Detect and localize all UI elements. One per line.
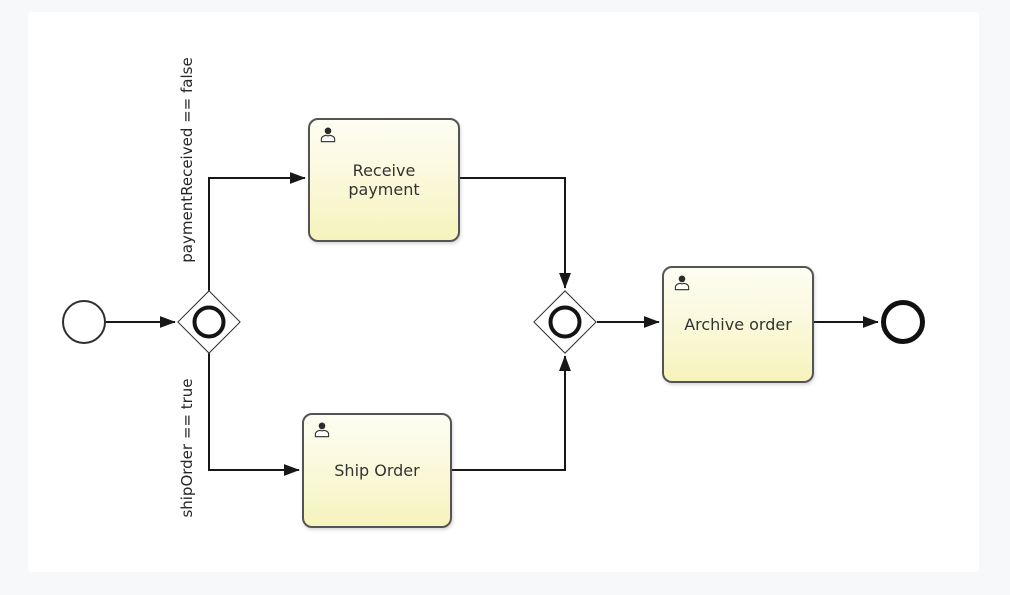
end-event <box>881 300 925 344</box>
task-label: Ship Order <box>334 461 419 480</box>
user-icon <box>320 127 336 143</box>
flow-label-payment-condition: paymentReceived == false <box>178 57 196 263</box>
task-label-line: Receive <box>352 161 416 180</box>
bpmn-diagram-canvas <box>28 12 979 572</box>
user-icon <box>674 275 690 291</box>
task-label: Receive payment <box>348 161 419 199</box>
inclusive-gateway-fork <box>177 290 241 354</box>
task-label-line: Ship Order <box>334 461 420 480</box>
user-icon <box>314 422 330 438</box>
task-label-line: Archive order <box>684 315 792 334</box>
task-label-line: payment <box>348 180 420 199</box>
task-archive-order: Archive order <box>662 266 814 383</box>
start-event <box>62 300 106 344</box>
inclusive-gateway-circle-icon <box>548 305 582 339</box>
task-receive-payment: Receive payment <box>308 118 460 242</box>
flow-label-ship-condition: shipOrder == true <box>178 378 196 518</box>
inclusive-gateway-join <box>533 290 597 354</box>
task-label: Archive order <box>684 315 792 334</box>
task-ship-order: Ship Order <box>302 413 452 528</box>
inclusive-gateway-circle-icon <box>192 305 226 339</box>
